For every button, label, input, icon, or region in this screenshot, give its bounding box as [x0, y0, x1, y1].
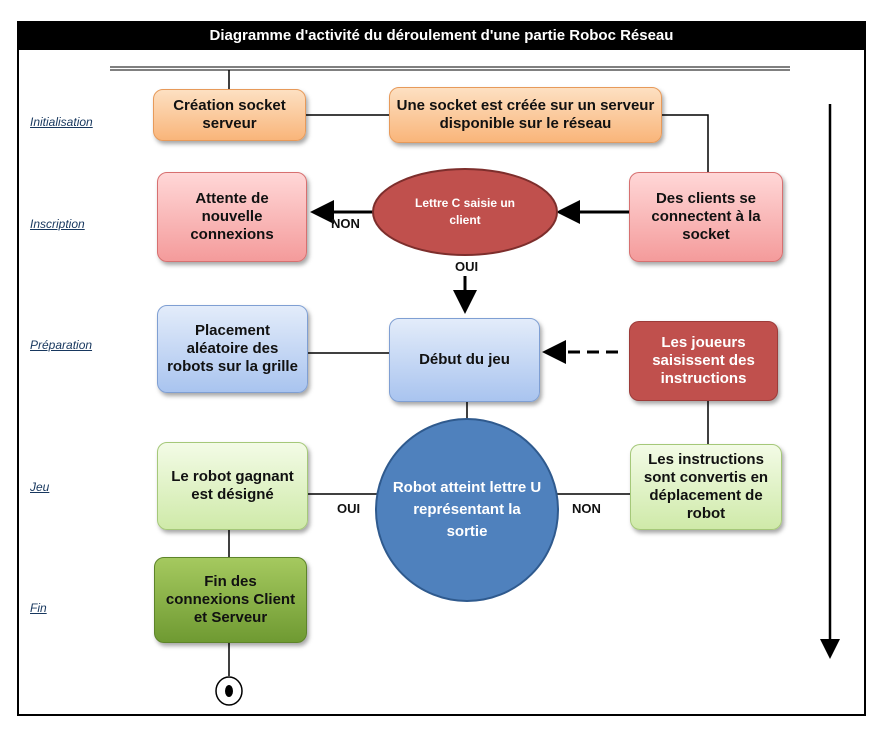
node-fin-connexions: Fin des connexions Client et Serveur — [154, 557, 307, 643]
phase-fin: Fin — [30, 601, 47, 615]
node-creation-socket: Création socket serveur — [153, 89, 306, 141]
end-node-inner — [225, 685, 233, 697]
line-socket-clients — [662, 114, 709, 172]
decision-robot-atteint — [375, 418, 559, 602]
edge-label-non-jeu: NON — [572, 501, 601, 516]
phase-jeu: Jeu — [30, 480, 50, 494]
edge-label-oui-inscription: OUI — [455, 259, 479, 274]
node-debut-jeu: Début du jeu — [389, 318, 540, 402]
phase-inscription: Inscription — [30, 217, 85, 231]
phase-preparation: Préparation — [30, 338, 93, 352]
decision-robot-atteint-label: Robot atteint lettre U représentant la s… — [392, 479, 542, 540]
node-instructions-converties: Les instructions sont convertis en dépla… — [630, 444, 782, 530]
edge-label-non-inscription: NON — [331, 216, 360, 231]
decision-lettre-c — [372, 168, 558, 256]
node-placement: Placement aléatoire des robots sur la gr… — [157, 305, 308, 393]
node-clients-connectent: Des clients se connectent à la socket — [629, 172, 783, 262]
node-attente: Attente de nouvelle connexions — [157, 172, 307, 262]
edge-label-oui-jeu: OUI — [337, 501, 361, 516]
node-socket-creee: Une socket est créée sur un serveur disp… — [389, 87, 662, 143]
node-joueurs-saisissent: Les joueurs saisissent des instructions — [629, 321, 778, 401]
phase-initialisation: Initialisation — [30, 115, 93, 129]
diagram-title: Diagramme d'activité du déroulement d'un… — [17, 21, 866, 50]
node-robot-gagnant: Le robot gagnant est désigné — [157, 442, 308, 530]
decision-lettre-c-label: Lettre C saisie un client — [414, 196, 516, 227]
